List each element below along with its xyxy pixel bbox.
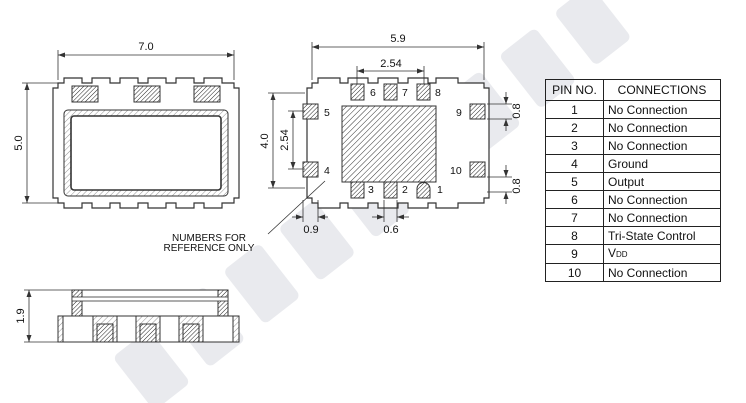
pin-label-9: 9 <box>456 107 462 119</box>
pin-connection: No Connection <box>603 136 721 155</box>
dim-pad-row-height: 4.0 <box>259 92 305 189</box>
pad-10 <box>469 161 486 178</box>
note-leader <box>267 180 326 235</box>
pin-connection: No Connection <box>603 100 721 119</box>
side-view-lid <box>77 289 223 317</box>
pin-label-6: 6 <box>370 87 376 99</box>
dim-side-height-label: 1.9 <box>15 308 27 323</box>
pin-label-10: 10 <box>450 165 462 177</box>
pin-connection: No Connection <box>603 118 721 137</box>
dim-pad-pitch-vertical: 2.54 <box>279 110 305 170</box>
pad-5 <box>302 103 319 120</box>
pad-7 <box>383 83 398 101</box>
column-header-connections: CONNECTIONS <box>603 79 721 101</box>
pin-number: 6 <box>545 190 604 209</box>
dim-pad-edge-label: 0.9 <box>303 224 318 236</box>
pad-3 <box>350 181 365 199</box>
pin-number: 5 <box>545 172 604 191</box>
pin-label-3: 3 <box>368 184 374 196</box>
dim-pad-size-right-bottom-label: 0.8 <box>511 178 523 193</box>
table-header-row: PIN NO. CONNECTIONS <box>545 79 721 101</box>
pin-connection: No Connection <box>603 263 721 282</box>
pin-label-7: 7 <box>402 87 408 99</box>
pin-connection: Output <box>603 172 721 191</box>
column-header-pin: PIN NO. <box>545 79 604 101</box>
pad-6 <box>350 83 365 101</box>
note-line-2: REFERENCE ONLY <box>164 243 255 254</box>
dim-pad-pitch-top-label: 2.54 <box>380 58 401 70</box>
top-view-pad <box>133 85 161 103</box>
pin-number: 4 <box>545 154 604 173</box>
dim-pad-size-right-top-label: 0.8 <box>511 103 523 118</box>
vdd-subscript: DD <box>616 250 628 259</box>
pin-label-8: 8 <box>435 87 441 99</box>
pin-connection: VDD <box>603 244 721 264</box>
pin-connection: No Connection <box>603 190 721 209</box>
pin-number: 9 <box>545 244 604 264</box>
pin-label-1: 1 <box>437 184 443 196</box>
pin-label-2: 2 <box>402 184 408 196</box>
pin-number: 8 <box>545 226 604 245</box>
note-line-1: NUMBERS FOR <box>172 233 246 244</box>
vdd-label: V <box>608 246 617 260</box>
pin-number: 7 <box>545 208 604 227</box>
dim-pad-row-height-label: 4.0 <box>259 133 271 148</box>
dim-pad-pitch-top: 2.54 <box>356 58 425 84</box>
top-view-pad <box>71 85 99 103</box>
pad-2 <box>383 181 398 199</box>
pin-connection: Tri-State Control <box>603 226 721 245</box>
dim-pad-width-label: 0.6 <box>383 224 398 236</box>
center-pad <box>341 105 437 183</box>
dim-pad-pitch-vertical-label: 2.54 <box>279 129 291 150</box>
pin-connection: Ground <box>603 154 721 173</box>
pin-number: 3 <box>545 136 604 155</box>
pin-label-5: 5 <box>324 107 330 119</box>
pad-1 <box>416 182 431 199</box>
pin-connection: No Connection <box>603 208 721 227</box>
pin-number: 1 <box>545 100 604 119</box>
dim-pad-edge: 0.9 <box>292 200 328 236</box>
dim-top-height: 5.0 <box>13 82 60 204</box>
top-view-pad <box>193 85 221 103</box>
pin-number: 10 <box>545 263 604 282</box>
dim-pad-span: 5.9 <box>311 33 485 80</box>
dim-top-width-label: 7.0 <box>138 41 153 53</box>
dim-side-height: 1.9 <box>15 289 72 343</box>
bottom-view: 6 7 8 5 4 9 10 3 2 1 5.9 2.54 <box>164 33 523 254</box>
top-view-lid-inner <box>70 115 222 191</box>
pad-9 <box>469 103 486 120</box>
dim-pad-span-label: 5.9 <box>390 33 405 45</box>
top-view: 7.0 5.0 <box>13 41 240 209</box>
pad-4 <box>302 161 319 178</box>
pin-number: 2 <box>545 118 604 137</box>
pad-8 <box>416 83 431 101</box>
dim-pad-size-right-bottom: 0.8 <box>487 165 523 204</box>
dim-pad-width: 0.6 <box>372 200 409 236</box>
side-view: 1.9 <box>15 289 240 343</box>
dim-pad-size-right-top: 0.8 <box>487 92 523 131</box>
pin-label-4: 4 <box>324 165 330 177</box>
dim-top-width: 7.0 <box>57 41 235 80</box>
dim-top-height-label: 5.0 <box>13 135 25 150</box>
